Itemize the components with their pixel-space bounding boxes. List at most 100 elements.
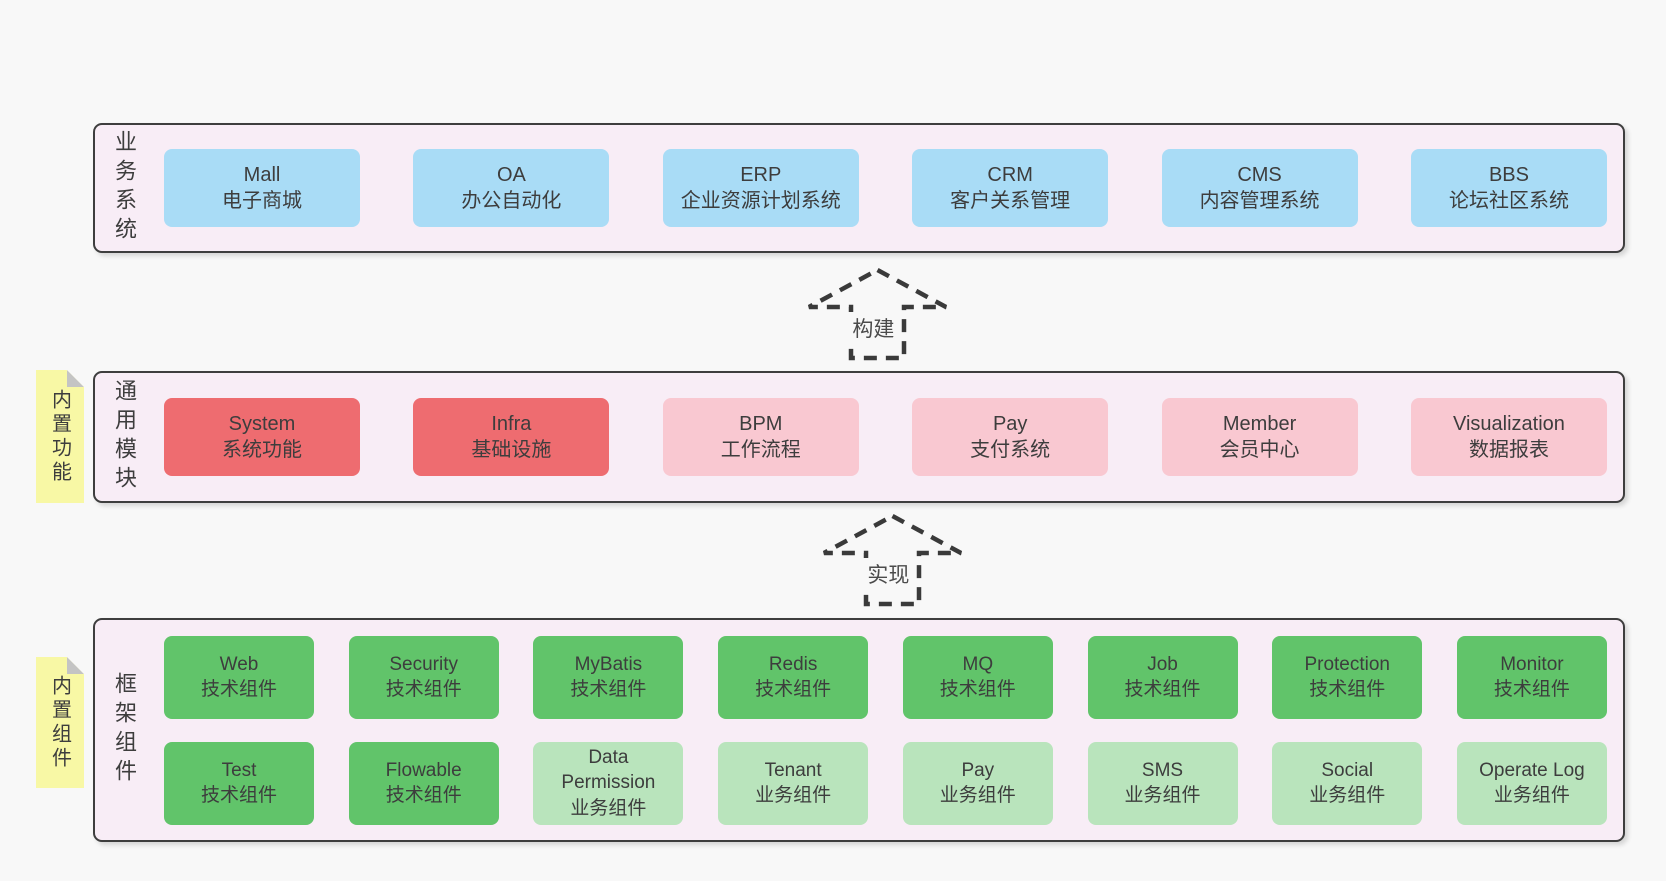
box-subtitle: 技术组件 [385, 679, 462, 700]
box-subtitle: 支付系统 [970, 439, 1051, 461]
box-title: Flowable [385, 759, 462, 781]
box-title: Protection [1304, 653, 1390, 675]
box-title: Security [389, 653, 459, 675]
arrow-build: 构建 [805, 266, 950, 362]
box-subtitle: 电子商城 [222, 190, 302, 212]
box-mq: MQ 技术组件 [902, 635, 1053, 719]
band-label-business-systems: 业务系统 [112, 130, 137, 246]
folded-corner-icon [67, 657, 84, 674]
box-title: Redis [768, 653, 818, 675]
sticky-note-text: 内置组件 [48, 674, 71, 771]
folded-corner-icon [67, 370, 84, 387]
sticky-note-text: 内置功能 [48, 388, 71, 485]
box-monitor: Monitor 技术组件 [1456, 635, 1607, 719]
band-label-framework-components: 框架组件 [112, 672, 137, 788]
box-crm: CRM 客户关系管理 [912, 149, 1109, 227]
box-title: Visualization [1452, 412, 1565, 435]
box-subtitle: 技术组件 [200, 679, 277, 700]
box-title: CMS [1237, 163, 1282, 186]
box-subtitle: 系统功能 [222, 439, 302, 461]
box-subtitle: 客户关系管理 [950, 190, 1071, 212]
box-subtitle: 论坛社区系统 [1448, 190, 1569, 212]
box-subtitle: 业务组件 [1309, 785, 1386, 806]
box-pay: Pay 业务组件 [902, 741, 1053, 825]
box-subtitle: 技术组件 [1493, 679, 1570, 700]
box-title: System [228, 412, 296, 435]
sticky-note-builtin-components: 内置组件 [36, 657, 84, 788]
box-title: Tenant [764, 759, 822, 781]
box-title: BBS [1488, 163, 1529, 186]
box-protection: Protection 技术组件 [1272, 635, 1423, 719]
box-cms: CMS 内容管理系统 [1161, 149, 1358, 227]
box-title: BPM [739, 412, 783, 435]
box-subtitle: 业务组件 [1124, 785, 1201, 806]
box-member: Member 会员中心 [1161, 398, 1358, 476]
box-title: Job [1147, 653, 1178, 675]
box-title: Infra [491, 412, 532, 435]
box-subtitle: 数据报表 [1468, 439, 1549, 461]
box-infra: Infra 基础设施 [413, 398, 610, 476]
box-security: Security 技术组件 [348, 635, 499, 719]
band-label-common-modules: 通用模块 [112, 379, 137, 495]
box-subtitle: 技术组件 [570, 679, 647, 700]
box-subtitle: 业务组件 [1493, 785, 1570, 806]
box-subtitle: 业务组件 [570, 797, 647, 819]
band-content-common-modules: System 系统功能 Infra 基础设施 BPM 工作流程 Pay 支付系统 Member 会… [140, 398, 1623, 476]
box-subtitle: 内容管理系统 [1199, 190, 1320, 212]
box-operate-log: Operate Log 业务组件 [1456, 741, 1607, 825]
box-subtitle: 技术组件 [755, 679, 832, 700]
box-subtitle: 企业资源计划系统 [680, 190, 841, 212]
up-arrow-dashed-icon [822, 513, 963, 607]
box-sms: SMS 业务组件 [1087, 741, 1238, 825]
box-title: MyBatis [574, 653, 643, 675]
box-title: Member [1222, 412, 1297, 435]
box-subtitle: 技术组件 [385, 785, 462, 806]
box-title: OA [496, 163, 526, 186]
box-title: Mall [243, 163, 281, 186]
box-test: Test 技术组件 [164, 741, 314, 825]
box-subtitle: 技术组件 [1309, 679, 1386, 700]
box-title: Test [221, 759, 257, 781]
box-system: System 系统功能 [164, 398, 360, 476]
box-mybatis: MyBatis 技术组件 [533, 635, 684, 719]
arrow-implement: 实现 [820, 512, 965, 608]
box-mall: Mall 电子商城 [164, 149, 360, 227]
box-subtitle: 技术组件 [200, 785, 277, 806]
box-subtitle: 基础设施 [471, 439, 552, 461]
box-subtitle: 会员中心 [1219, 439, 1300, 461]
box-bpm: BPM 工作流程 [662, 398, 859, 476]
box-redis: Redis 技术组件 [718, 635, 869, 719]
band-common-modules: 通用模块 System 系统功能 Infra 基础设施 BPM 工作流程 Pay 支付系统 Me… [93, 371, 1625, 503]
box-title: Monitor [1500, 653, 1564, 675]
box-title: MQ [962, 653, 994, 675]
box-bbs: BBS 论坛社区系统 [1410, 149, 1607, 227]
box-title: SMS [1141, 759, 1184, 781]
box-title: CRM [987, 163, 1033, 186]
box-pay: Pay 支付系统 [912, 398, 1109, 476]
box-title: Pay [992, 412, 1028, 435]
box-title: Operate Log [1479, 759, 1585, 781]
up-arrow-dashed-icon [807, 267, 948, 361]
box-subtitle: 业务组件 [755, 785, 832, 806]
box-subtitle: 工作流程 [720, 439, 801, 461]
box-flowable: Flowable 技术组件 [348, 741, 499, 825]
arrow-implement-label: 实现 [862, 558, 915, 590]
box-title: Social [1321, 759, 1374, 781]
box-subtitle: 技术组件 [939, 679, 1016, 700]
box-title: Pay [961, 759, 995, 781]
box-subtitle: 业务组件 [939, 785, 1016, 806]
box-tenant: Tenant 业务组件 [718, 741, 869, 825]
box-social: Social 业务组件 [1272, 741, 1423, 825]
box-visualization: Visualization 数据报表 [1410, 398, 1607, 476]
